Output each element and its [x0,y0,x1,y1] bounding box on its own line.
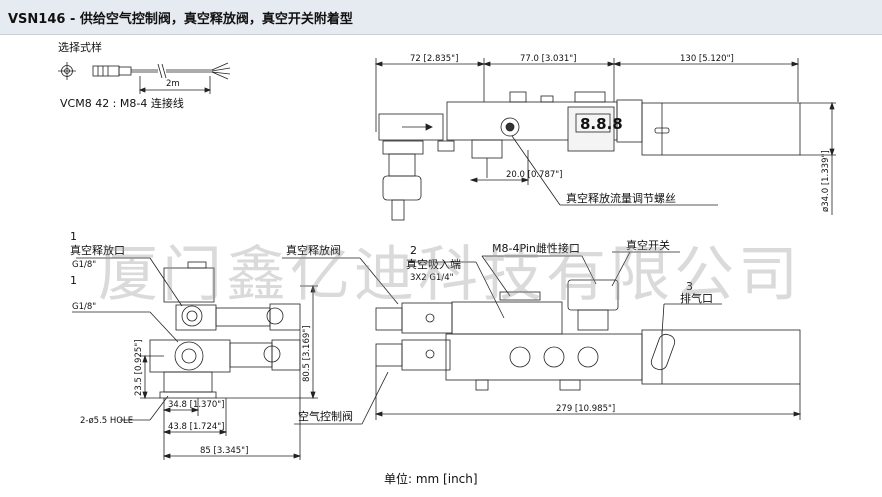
suction-port-label: 真空吸入端 [406,257,461,271]
release-port-label: 真空释放口 [70,243,125,257]
dim-77: 77.0 [3.031"] [520,54,577,64]
dim-23-5: 23.5 [0.925"] [134,339,144,396]
dim-20: 20.0 [0.787"] [506,170,563,180]
m8-port-label: M8-4Pin雌性接口 [492,241,580,255]
flow-screw-label: 真空释放流量调节螺丝 [566,191,676,205]
release-valve-label: 真空释放阀 [286,243,341,257]
display-digits: 8.8.8 [580,115,623,133]
title-bar: VSN146 - 供给空气控制阀，真空释放阀，真空开关附着型 [0,0,882,35]
side-number-1-mid: 1 [70,274,77,287]
dim-43-8: 43.8 [1.724"] [168,422,225,432]
front-view [282,251,802,425]
hole-label: 2-ø5.5 HOLE [80,416,133,426]
side-view [72,257,318,460]
g18-top-label: G1/8" [72,260,96,270]
front-number-2: 2 [410,244,417,257]
option-heading: 选择式样 [58,40,102,54]
g18-mid-label: G1/8" [72,302,96,312]
front-number-3: 3 [686,280,693,293]
cable-length-label: 2m [166,79,180,89]
dim-80-5: 80.5 [3.169"] [302,325,312,382]
page-title: VSN146 - 供给空气控制阀，真空释放阀，真空开关附着型 [8,12,353,27]
dim-279: 279 [10.985"] [556,404,615,414]
cable-caption: VCM8 42 : M8-4 连接线 [60,96,184,110]
cable-connector-sketch [58,62,231,94]
dim-72: 72 [2.835"] [410,54,458,64]
dim-34: ø34.0 [1.339"] [821,150,831,212]
vacuum-switch-label: 真空开关 [626,238,670,252]
exhaust-label: 排气口 [680,291,713,305]
dim-85: 85 [3.345"] [200,446,248,456]
control-valve-label: 空气控制阀 [298,409,353,423]
dim-34-8: 34.8 [1.370"] [168,400,225,410]
side-number-1-top: 1 [70,230,77,243]
unit-label: 单位: mm [inch] [384,472,478,486]
dim-130: 130 [5.120"] [680,54,734,64]
top-view [374,58,836,221]
suction-thread-label: 3X2 G1/4" [410,273,454,283]
